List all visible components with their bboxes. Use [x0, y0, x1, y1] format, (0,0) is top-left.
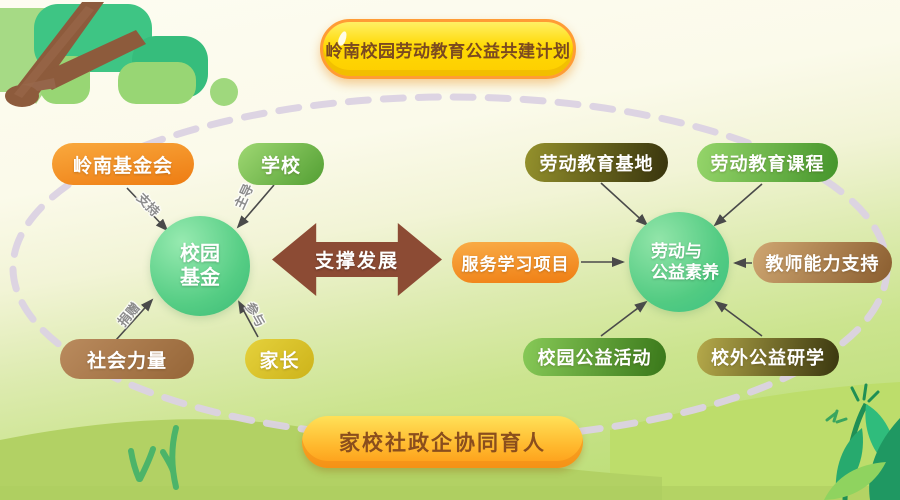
- arrow-foundation-to-fund: [126, 187, 169, 232]
- hub-labor-literacy-line2: 公益素养: [651, 263, 719, 282]
- grass-sprigs-icon: [128, 425, 179, 490]
- title-banner-text: 岭南校园劳动教育公益共建计划: [325, 41, 571, 61]
- node-teacher-support: 教师能力支持: [753, 242, 892, 283]
- arrow-course-to-labor: [713, 183, 763, 227]
- bottom-banner-text: 家校社政企协同育人: [339, 432, 546, 455]
- node-labor-edu-base: 劳动教育基地: [525, 143, 668, 182]
- arrow-base-to-labor: [600, 182, 649, 227]
- arrow-campus-to-labor: [600, 300, 648, 337]
- arrow-parents-to-fund: [238, 300, 259, 338]
- small-grass-icon: [825, 409, 848, 424]
- leafy-plant-icon: [824, 383, 900, 500]
- node-service-learning: 服务学习项目: [452, 242, 579, 283]
- bottom-banner: 家校社政企协同育人: [302, 416, 583, 468]
- node-parents: 家长: [245, 339, 314, 379]
- node-campus-charity: 校园公益活动: [523, 338, 666, 376]
- hills-decoration: [0, 382, 900, 500]
- node-labor-edu-course: 劳动教育课程: [697, 143, 838, 182]
- node-lingnan-foundation: 岭南基金会: [52, 143, 194, 185]
- arrow-social-to-fund: [115, 298, 154, 341]
- support-development-label: 支撑发展: [314, 251, 399, 272]
- title-banner: 岭南校园劳动教育公益共建计划: [320, 19, 576, 79]
- hub-labor-literacy: 劳动与 公益素养: [629, 212, 729, 312]
- hub-campus-fund-line2: 基金: [180, 267, 220, 289]
- arrow-outside-to-labor: [714, 300, 763, 337]
- hub-campus-fund: 校园 基金: [150, 216, 250, 316]
- node-social-forces: 社会力量: [60, 339, 194, 379]
- node-offcampus-study: 校外公益研学: [697, 338, 839, 376]
- node-school: 学校: [238, 143, 324, 185]
- tree-branch-icon: [0, 2, 238, 107]
- hub-campus-fund-line1: 校园: [180, 243, 220, 265]
- hub-labor-literacy-line1: 劳动与: [651, 241, 702, 261]
- arrow-school-to-fund: [236, 184, 275, 229]
